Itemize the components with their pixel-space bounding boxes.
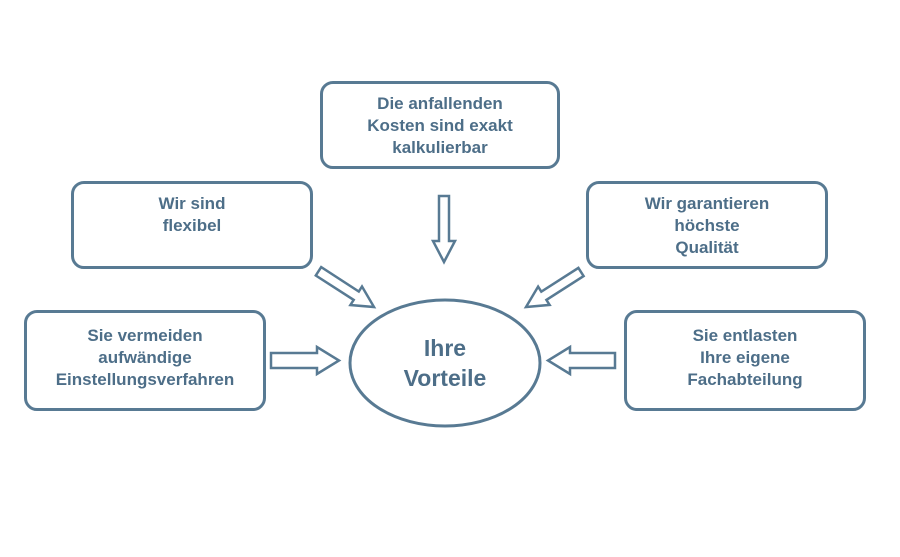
center-ellipse	[348, 298, 542, 428]
box-text-line: Sie vermeiden	[87, 326, 203, 345]
box-text-line: Kosten sind exakt	[367, 116, 513, 135]
center-label-line: Vorteile	[403, 365, 487, 391]
box-text-line: Ihre eigene	[700, 348, 790, 367]
arrow-top	[430, 194, 458, 265]
center-label: Ihre Vorteile	[350, 300, 540, 426]
box-text-line: flexibel	[162, 216, 222, 235]
arrow-right	[545, 344, 617, 377]
arrow-upper-right	[523, 266, 586, 309]
arrow-left	[269, 344, 342, 377]
box-text-line: höchste	[674, 216, 740, 235]
benefit-box-recruiting: Sie vermeiden aufwändige Einstellungsver…	[24, 310, 266, 411]
benefit-box-cost: Die anfallenden Kosten sind exakt kalkul…	[320, 81, 560, 169]
benefit-box-quality: Wir garantieren höchste Qualität	[586, 181, 828, 269]
arrow-upper-left	[314, 265, 377, 309]
box-text-line: Fachabteilung	[687, 370, 803, 389]
box-text-line: kalkulierbar	[392, 138, 488, 157]
benefit-box-flexible: Wir sind flexibel	[71, 181, 313, 269]
box-text-line: aufwändige	[98, 348, 192, 367]
box-text-line: Einstellungsverfahren	[55, 370, 235, 389]
center-label-line: Ihre	[423, 335, 467, 361]
box-text-line: Wir sind	[158, 194, 226, 213]
box-text-line: Wir garantieren	[644, 194, 770, 213]
benefit-box-department: Sie entlasten Ihre eigene Fachabteilung	[624, 310, 866, 411]
box-text-line: Sie entlasten	[692, 326, 798, 345]
box-text-line: Qualität	[675, 238, 739, 257]
box-text-line: Die anfallenden	[377, 94, 503, 113]
